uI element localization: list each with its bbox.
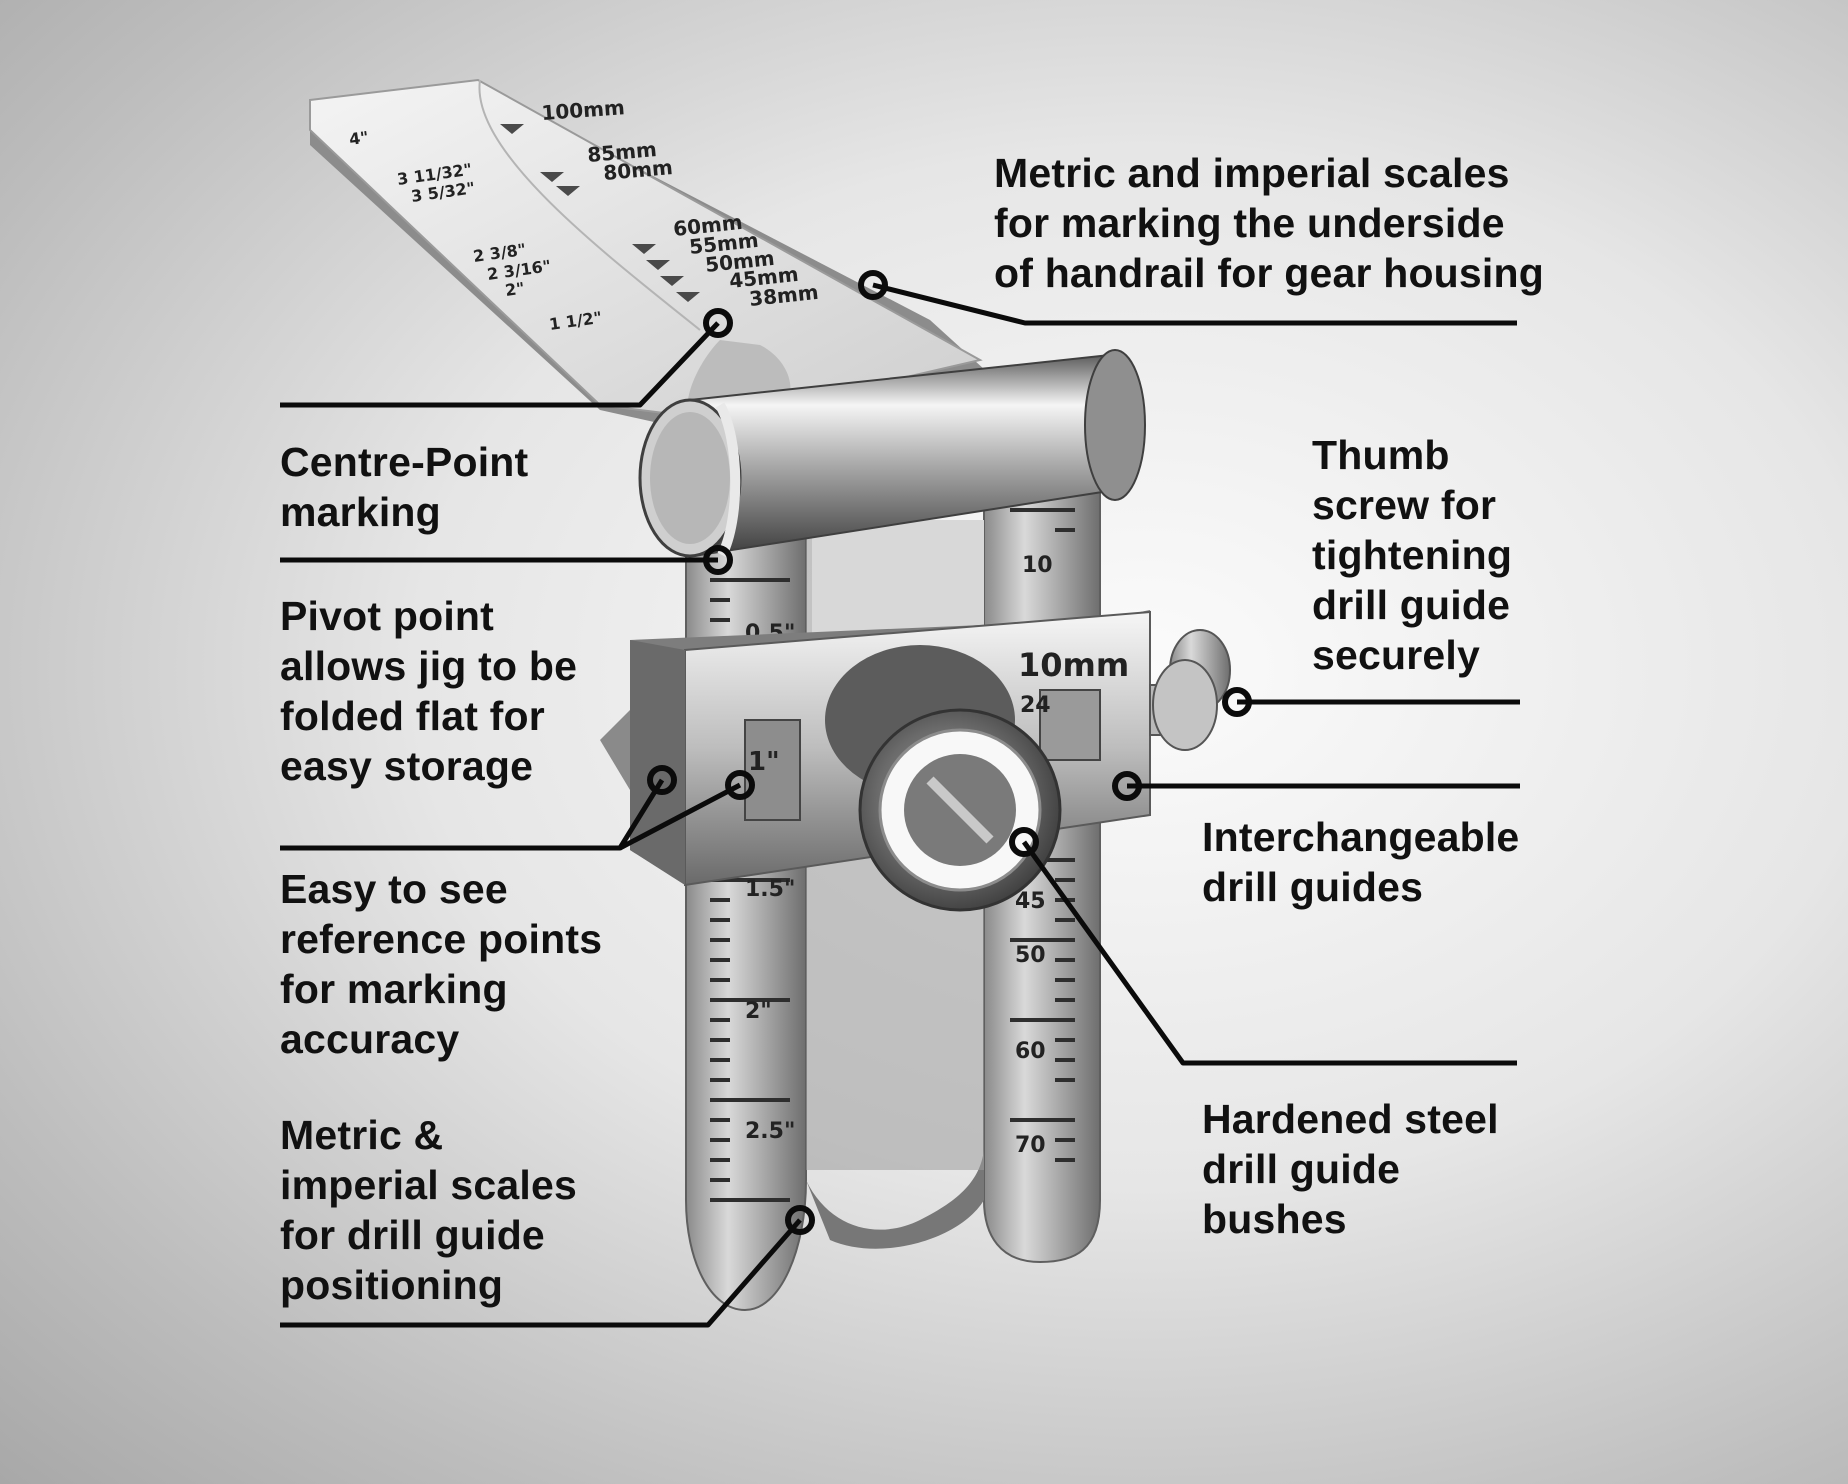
right-rail-mark-45: 45	[1015, 889, 1046, 914]
right-rail-mark-70: 70	[1015, 1133, 1046, 1158]
scale-mark-100mm: 100mm	[541, 95, 626, 125]
callout-reference-points: Easy to see reference points for marking…	[280, 866, 603, 1062]
left-rail-mark-2-5: 2.5"	[745, 1119, 795, 1144]
top-scale-arm	[309, 78, 985, 430]
leader-centre-point-top	[280, 321, 720, 408]
scale-mark-4in: 4"	[348, 127, 370, 149]
block-inch-mark: 1"	[748, 747, 780, 777]
leader-lines	[280, 270, 1520, 1328]
leader-hardened-steel	[1021, 840, 1517, 1066]
right-rail-mark-50: 50	[1015, 943, 1046, 968]
leader-dot-thumb-screw	[1222, 687, 1252, 717]
callout-interchangeable: Interchangeable drill guides	[1202, 814, 1520, 910]
top-arm-notches	[500, 124, 700, 302]
leader-dot-interchangeable	[1112, 771, 1142, 801]
scale-mark-2in: 2"	[504, 278, 526, 300]
right-rail-mark-10: 10	[1022, 553, 1053, 578]
callout-metric-imperial-handrail: Metric and imperial scales for marking t…	[994, 150, 1545, 296]
left-rail-mark-1-5: 1.5"	[745, 877, 795, 902]
leader-dot-centre-point-top	[703, 308, 733, 338]
leader-dot-hardened-steel	[1009, 827, 1039, 857]
left-rail-mark-2: 2"	[745, 999, 772, 1024]
leader-dot-drill-guide-scales	[785, 1205, 815, 1235]
pivot-cylinder	[638, 349, 1146, 558]
drill-guide-bush	[825, 645, 1062, 912]
leader-dot-pivot-b	[725, 770, 755, 800]
thumb-screw	[1149, 629, 1231, 751]
scale-mark-80mm: 80mm	[602, 155, 673, 185]
callout-drill-guide-scales: Metric & imperial scales for drill guide…	[280, 1112, 578, 1308]
leader-drill-guide-scales	[280, 1218, 802, 1328]
leader-metric-imperial-handrail	[872, 282, 1517, 326]
callout-pivot-point: Pivot point allows jig to be folded flat…	[280, 593, 578, 789]
callout-centre-point: Centre-Point marking	[280, 439, 529, 535]
callout-hardened-steel: Hardened steel drill guide bushes	[1202, 1096, 1499, 1242]
callout-thumb-screw: Thumb screw for tightening drill guide s…	[1312, 432, 1513, 678]
leader-dot-metric-imperial-handrail	[858, 270, 888, 300]
block-bush-size: 10mm	[1018, 646, 1129, 684]
block-slider-mark: 24	[1020, 693, 1051, 718]
right-rail-mark-60: 60	[1015, 1039, 1046, 1064]
leader-dot-pivot-a	[647, 765, 677, 795]
leader-dot-centre-point-bottom	[703, 545, 733, 575]
top-arm-metric-scale: 100mm 85mm 80mm 60mm 55mm 50mm 45mm 38mm	[541, 95, 820, 311]
leader-pivot-point-b	[618, 782, 742, 851]
